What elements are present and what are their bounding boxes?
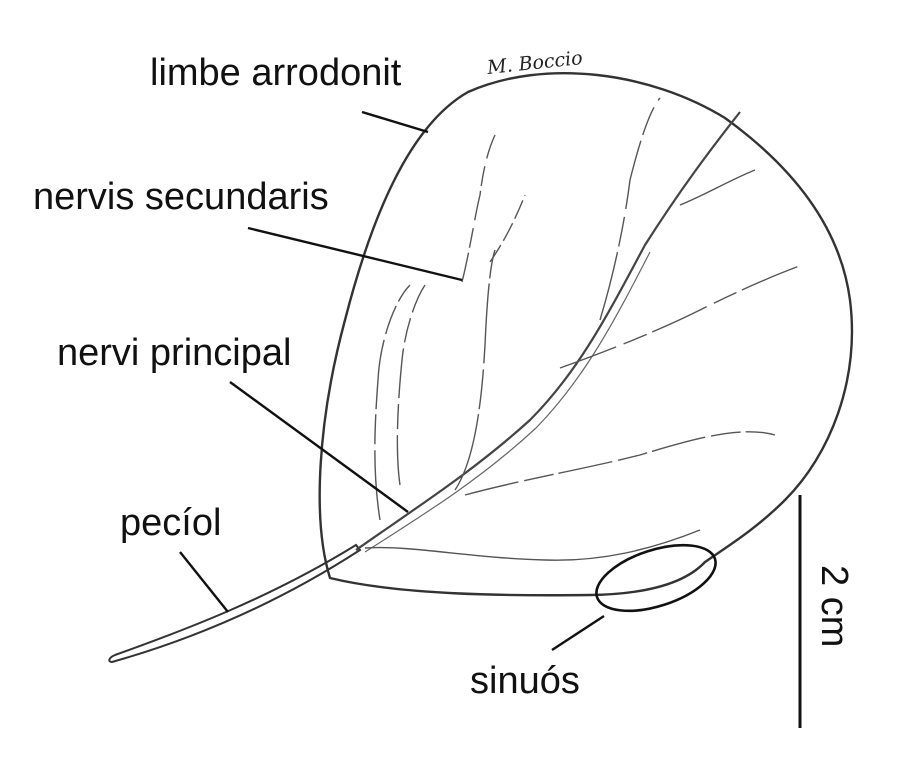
- secondary-veins: [364, 97, 803, 561]
- leader-line-secondary-veins: [247, 226, 463, 282]
- petiole-shape: [108, 543, 362, 664]
- label-petiole: pecíol: [120, 502, 222, 544]
- leader-line-petiole: [179, 551, 229, 613]
- label-sinuous-margin: sinuós: [470, 660, 580, 702]
- label-main-vein: nervi principal: [57, 332, 292, 374]
- label-rounded-blade: limbe arrodonit: [150, 52, 402, 94]
- label-secondary-veins: nervis secundaris: [33, 176, 329, 218]
- leader-line-main-vein: [229, 381, 409, 513]
- leader-line-blade: [361, 110, 429, 134]
- leaf-blade-outline: [318, 72, 854, 597]
- scale-bar-label: 2 cm: [813, 565, 855, 648]
- main-vein-edge: [364, 251, 651, 553]
- sinuous-margin-ellipse: [595, 543, 717, 613]
- main-vein: [355, 111, 741, 551]
- leader-line-margin: [551, 614, 605, 652]
